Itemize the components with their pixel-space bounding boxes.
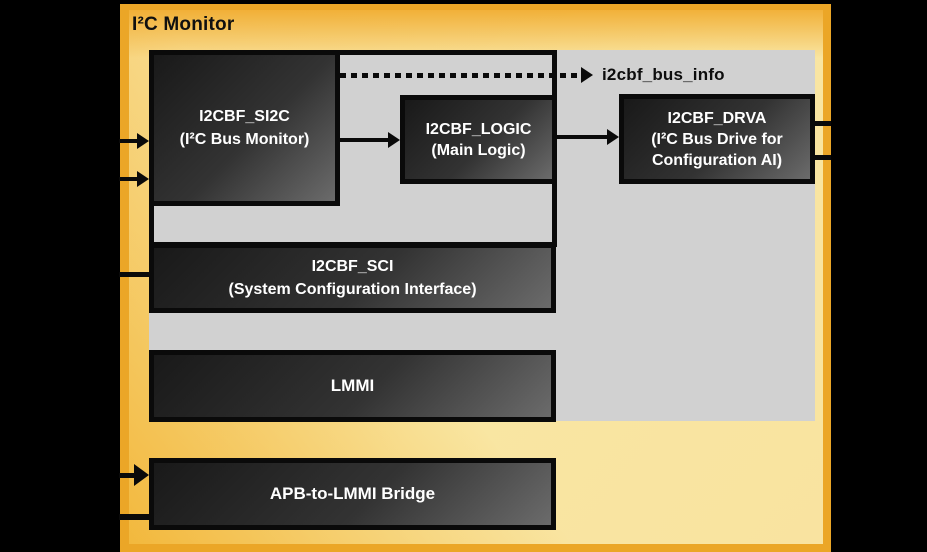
arrow-shaft xyxy=(119,139,138,143)
bridge-input-arrow xyxy=(119,464,150,486)
block-lmmi: LMMI xyxy=(149,350,556,422)
panel-title: I²C Monitor xyxy=(132,14,235,35)
arrow-shaft xyxy=(119,473,135,478)
block-i2cbf-si2c: I2CBF_SI2C (I²C Bus Monitor) xyxy=(149,50,340,206)
arrowhead xyxy=(607,129,619,145)
block-label-line: I2CBF_LOGIC xyxy=(425,120,532,138)
bus-info-label: i2cbf_bus_info xyxy=(602,65,725,84)
drva-output-line-2 xyxy=(813,155,831,160)
arrow-shaft xyxy=(557,135,608,139)
block-i2cbf-sci: I2CBF_SCI (System Configuration Interfac… xyxy=(149,243,556,313)
arrowhead xyxy=(581,67,593,83)
input-arrow-2 xyxy=(119,171,149,187)
block-label-line: (System Configuration Interface) xyxy=(228,281,477,298)
arrowhead xyxy=(134,464,149,486)
dashed-line xyxy=(340,73,581,78)
arrowhead xyxy=(388,132,400,148)
line xyxy=(119,272,152,277)
line xyxy=(813,121,831,126)
block-i2cbf-logic: I2CBF_LOGIC (Main Logic) xyxy=(400,95,557,184)
sci-input-line xyxy=(119,272,152,277)
block-label-line: Configuration AI) xyxy=(651,151,783,169)
arrow-logic-to-drva xyxy=(557,129,619,145)
arrow-si2c-to-logic xyxy=(340,132,400,148)
line xyxy=(119,514,152,520)
drva-output-line-1 xyxy=(813,121,831,126)
block-label-line: I2CBF_SCI xyxy=(311,258,394,275)
block-label-line: LMMI xyxy=(330,376,375,395)
arrowhead xyxy=(137,133,149,149)
line xyxy=(813,155,831,160)
block-label-line: (I²C Bus Monitor) xyxy=(179,131,310,148)
block-i2cbf-drva: I2CBF_DRVA (I²C Bus Drive for Configurat… xyxy=(619,94,815,184)
block-label-line: I2CBF_DRVA xyxy=(667,109,767,127)
block-label-line: I2CBF_SI2C xyxy=(199,108,290,125)
dashed-arrow-bus-info xyxy=(340,67,593,83)
input-arrow-1 xyxy=(119,133,149,149)
arrow-shaft xyxy=(119,177,138,181)
block-label-line: APB-to-LMMI Bridge xyxy=(269,484,436,503)
block-apb-to-lmmi-bridge: APB-to-LMMI Bridge xyxy=(149,458,556,530)
bridge-input-line xyxy=(119,514,152,520)
block-label-line: (Main Logic) xyxy=(431,141,526,159)
arrowhead xyxy=(137,171,149,187)
block-label-line: (I²C Bus Drive for xyxy=(651,130,783,148)
arrow-shaft xyxy=(340,138,389,142)
